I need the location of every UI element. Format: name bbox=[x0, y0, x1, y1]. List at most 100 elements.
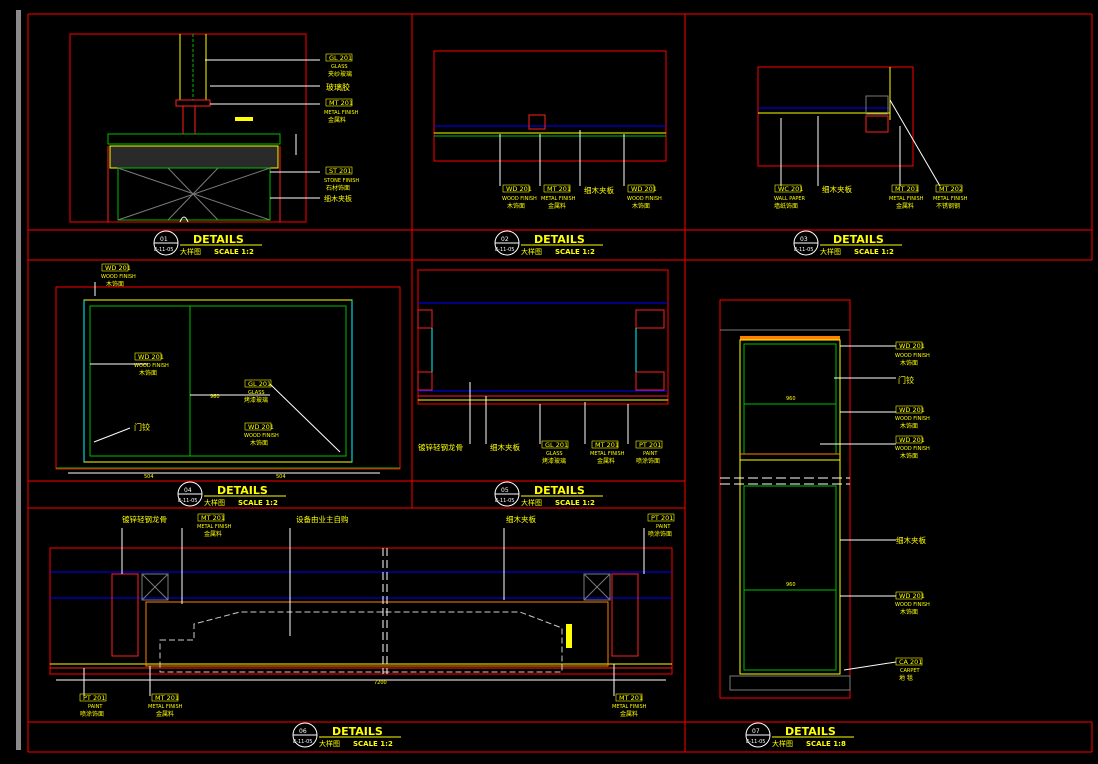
p5-glass-cn: 烤漆玻璃 bbox=[542, 457, 566, 465]
title-06-title: DETAILS bbox=[332, 725, 383, 738]
detail-03-drawing: WC 201 WALL PAPER 墙纸饰面 细木夹板 MT 201 METAL… bbox=[757, 66, 968, 210]
title-06-ref: E-11-05 bbox=[293, 739, 313, 745]
p7-wood4-cn: 木饰面 bbox=[900, 608, 918, 616]
p6-board-cn: 细木夹板 bbox=[506, 514, 536, 524]
p1-stone-en: STONE FINISH bbox=[324, 178, 359, 184]
title-02-scale: SCALE 1:2 bbox=[555, 248, 595, 256]
p1-stone-cn: 石材饰面 bbox=[326, 184, 350, 192]
detail-02-drawing: WD 201 WOOD FINISH 木饰面 MT 201 METAL FINI… bbox=[433, 50, 667, 210]
p3-wall-cn: 墙纸饰面 bbox=[774, 202, 798, 210]
p4-hinge-cn: 门铰 bbox=[134, 422, 150, 432]
p3-board-cn: 细木夹板 bbox=[822, 184, 852, 194]
title-03-ref: E-11-05 bbox=[794, 247, 814, 253]
p7-dim2: 960 bbox=[786, 582, 796, 588]
p6-dim: 7200 bbox=[374, 680, 387, 686]
p2-wood2-en: WOOD FINISH bbox=[627, 196, 662, 202]
p7-wood2-code: WD 201 bbox=[899, 406, 925, 414]
title-07-num: 07 bbox=[752, 728, 760, 735]
p5-metal-en: METAL FINISH bbox=[590, 451, 625, 457]
p7-wood3-code: WD 201 bbox=[899, 436, 925, 444]
title-01-title: DETAILS bbox=[193, 233, 244, 246]
p5-glass-en: GLASS bbox=[546, 451, 563, 457]
p2-metal-code: MT 201 bbox=[547, 185, 571, 193]
p3-metal-code: MT 201 bbox=[895, 185, 919, 193]
title-03-scale: SCALE 1:2 bbox=[854, 248, 894, 256]
p4-wood2-en: WOOD FINISH bbox=[244, 433, 279, 439]
p7-wood3-en: WOOD FINISH bbox=[895, 446, 930, 452]
p7-wood4-code: WD 201 bbox=[899, 592, 925, 600]
p7-wood2-cn: 木饰面 bbox=[900, 422, 918, 430]
p1-metal-code: MT 201 bbox=[329, 99, 353, 107]
p7-hinge-cn: 门铰 bbox=[898, 375, 914, 385]
title-block-06: 06 E-11-05 DETAILS 大样图 SCALE 1:2 bbox=[292, 722, 401, 748]
p5-board-cn: 细木夹板 bbox=[490, 442, 520, 452]
title-03-cn: 大样图 bbox=[820, 247, 841, 256]
p1-glass-code: GL 201 bbox=[329, 54, 352, 62]
p2-wood-en: WOOD FINISH bbox=[502, 196, 537, 202]
p4-wood2-cn: 木饰面 bbox=[250, 439, 268, 447]
detail-07-drawing: WD 201 WOOD FINISH 木饰面 门铰 WD 201 WOOD FI… bbox=[719, 299, 930, 699]
p2-wood-code: WD 201 bbox=[506, 185, 532, 193]
p7-carpet-code: CA 201 bbox=[899, 658, 922, 666]
p7-wood1-code: WD 201 bbox=[899, 342, 925, 350]
title-01-num: 01 bbox=[160, 236, 168, 243]
title-block-02: 02 E-11-05 DETAILS 大样图 SCALE 1:2 bbox=[494, 230, 603, 256]
p6-paint2-en: PAINT bbox=[88, 704, 103, 710]
title-block-04: 04 E-11-05 DETAILS 大样图 SCALE 1:2 bbox=[177, 481, 286, 507]
p3-wall-en: WALL PAPER bbox=[774, 196, 806, 202]
p3-metal2-cn: 不锈钢钢 bbox=[936, 202, 960, 210]
p7-wood1-cn: 木饰面 bbox=[900, 359, 918, 367]
title-block-01: 01 E-11-05 DETAILS 大样图 SCALE 1:2 bbox=[153, 230, 262, 256]
title-05-title: DETAILS bbox=[534, 484, 585, 497]
p4-wood-en: WOOD FINISH bbox=[134, 363, 169, 369]
title-07-cn: 大样图 bbox=[772, 739, 793, 748]
p4-dim-left: 504 bbox=[144, 474, 154, 480]
detail-05-drawing: 镀锌轻钢龙骨 细木夹板 GL 201 GLASS 烤漆玻璃 MT 201 MET… bbox=[417, 269, 669, 465]
p3-metal2-code: MT 202 bbox=[939, 185, 963, 193]
title-03-title: DETAILS bbox=[833, 233, 884, 246]
p1-stone-code: ST 201 bbox=[329, 167, 352, 175]
p2-wood-cn: 木饰面 bbox=[507, 202, 525, 210]
title-02-num: 02 bbox=[501, 236, 509, 243]
title-05-num: 05 bbox=[501, 487, 509, 494]
title-06-scale: SCALE 1:2 bbox=[353, 740, 393, 748]
p3-wall-code: WC 201 bbox=[778, 185, 803, 193]
p6-paint-cn: 喷涂饰面 bbox=[648, 530, 672, 538]
title-04-cn: 大样图 bbox=[204, 498, 225, 507]
title-02-title: DETAILS bbox=[534, 233, 585, 246]
p4-wood-top-en: WOOD FINISH bbox=[101, 274, 136, 280]
p6-metal3-code: MT 201 bbox=[619, 694, 643, 702]
p1-glass-en: GLASS bbox=[331, 64, 348, 70]
detail-01-drawing: GL 201 GLASS 夹纱玻璃 玻璃胶 MT 201 METAL FINIS… bbox=[69, 33, 359, 223]
p7-wood2-en: WOOD FINISH bbox=[895, 416, 930, 422]
p7-carpet-en: CARPET bbox=[900, 668, 921, 674]
title-04-num: 04 bbox=[184, 487, 192, 494]
p1-metal-en: METAL FINISH bbox=[324, 110, 359, 116]
p6-steel-cn: 镀锌轻钢龙骨 bbox=[122, 514, 167, 524]
title-01-cn: 大样图 bbox=[180, 247, 201, 256]
title-05-scale: SCALE 1:2 bbox=[555, 499, 595, 507]
p6-paint-en: PAINT bbox=[656, 524, 671, 530]
p4-wood-cn: 木饰面 bbox=[139, 369, 157, 377]
p6-metal3-cn: 金属料 bbox=[620, 710, 638, 718]
p7-board-cn: 细木夹板 bbox=[896, 535, 926, 545]
p7-wood1-en: WOOD FINISH bbox=[895, 353, 930, 359]
title-07-title: DETAILS bbox=[785, 725, 836, 738]
title-block-03: 03 E-11-05 DETAILS 大样图 SCALE 1:2 bbox=[793, 230, 902, 256]
p5-metal-code: MT 201 bbox=[595, 441, 619, 449]
p2-board-cn: 细木夹板 bbox=[584, 185, 614, 195]
title-01-ref: E-11-05 bbox=[154, 247, 174, 253]
p6-metal-en: METAL FINISH bbox=[197, 524, 232, 530]
title-02-cn: 大样图 bbox=[521, 247, 542, 256]
p4-glass-en: GLASS bbox=[248, 390, 265, 396]
p5-paint-code: PT 201 bbox=[639, 441, 661, 449]
sidebar-scrollbar[interactable] bbox=[16, 10, 21, 750]
p6-metal3-en: METAL FINISH bbox=[612, 704, 647, 710]
p6-paint-code: PT 201 bbox=[651, 514, 673, 522]
title-07-scale: SCALE 1:8 bbox=[806, 740, 846, 748]
p4-glass-cn: 烤漆玻璃 bbox=[244, 396, 268, 404]
p5-paint-en: PAINT bbox=[643, 451, 658, 457]
title-02-ref: E-11-05 bbox=[495, 247, 515, 253]
p6-metal2-cn: 金属料 bbox=[156, 710, 174, 718]
p6-metal-cn: 金属料 bbox=[204, 530, 222, 538]
